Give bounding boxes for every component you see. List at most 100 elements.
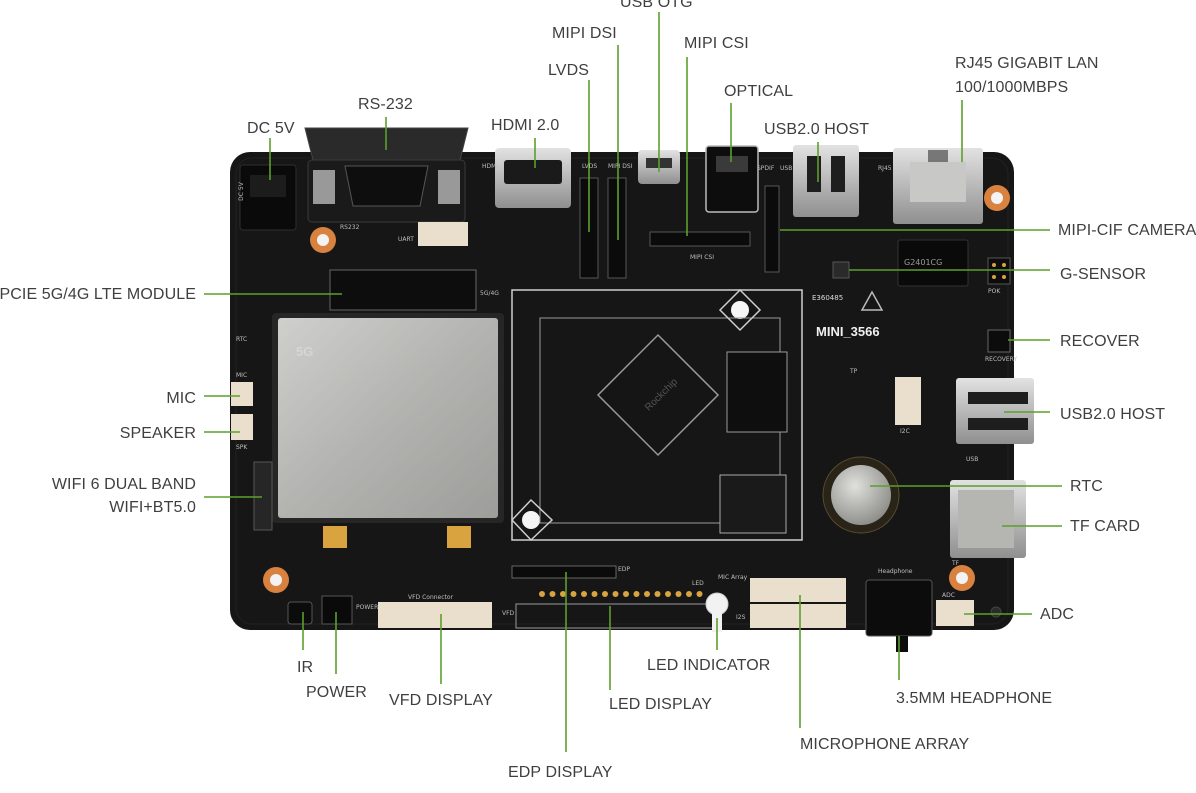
- label-mipi-csi: MIPI CSI: [684, 35, 749, 52]
- silk-mipi-dsi: MIPI DSI: [608, 163, 633, 170]
- antenna-pad-1: [323, 526, 347, 548]
- led-pad: [539, 591, 545, 597]
- silk-mic: MIC: [236, 372, 248, 379]
- label-rj45-line1: RJ45 GIGABIT LAN: [955, 55, 1099, 72]
- silk-i2s: I2S: [736, 614, 746, 621]
- leader-lines: [204, 12, 1062, 752]
- label-pcie: PCIE 5G/4G LTE MODULE: [0, 286, 196, 303]
- silk-rj45: RJ45: [878, 165, 892, 172]
- label-mic-array: MICROPHONE ARRAY: [800, 736, 970, 753]
- wifi-module: [253, 461, 273, 531]
- g-sensor-chip: [832, 261, 850, 279]
- hdmi-connector: [495, 148, 571, 208]
- led-pad: [602, 591, 608, 597]
- label-rj45-line2: 100/1000MBPS: [955, 79, 1069, 96]
- core-module: Rockchip: [510, 288, 803, 542]
- silk-edp: EDP: [618, 566, 631, 573]
- silk-tp: TP: [850, 368, 858, 375]
- led-pad: [686, 591, 692, 597]
- label-speaker: SPEAKER: [119, 425, 196, 442]
- label-recover: RECOVER: [1060, 333, 1140, 350]
- label-mipi-cif: MIPI-CIF CAMERA: [1058, 222, 1196, 239]
- silk-lvds: LVDS: [582, 163, 598, 170]
- label-tf-card: TF CARD: [1070, 518, 1141, 535]
- led-pad: [623, 591, 629, 597]
- led-pad: [581, 591, 587, 597]
- led-pad: [633, 591, 640, 597]
- vfd-connector: [378, 602, 492, 628]
- led-display-pads: [539, 591, 703, 597]
- silk-recovery: RECOVERY: [985, 356, 1018, 363]
- label-ir: IR: [297, 659, 314, 676]
- led-pad: [644, 591, 650, 597]
- mipi-dsi-connector: [607, 177, 627, 279]
- led-pad: [696, 591, 703, 597]
- led-pad: [591, 591, 598, 597]
- label-wifi-line2: WIFI+BT5.0: [109, 499, 196, 516]
- silk-rtc: RTC: [236, 336, 248, 343]
- silk-led: LED: [692, 580, 704, 587]
- silk-pok: POK: [988, 288, 1001, 295]
- silk-mic-array: MIC Array: [718, 574, 748, 581]
- soc-chip: [596, 333, 720, 457]
- silk-dc5v: DC 5V: [237, 182, 245, 201]
- emmc-chip: [719, 474, 787, 534]
- mic-connector: [231, 382, 253, 406]
- label-usb-host-right: USB2.0 HOST: [1060, 406, 1166, 423]
- recovery-button: [987, 329, 1011, 353]
- silk-uart: UART: [398, 236, 414, 243]
- label-dc5v: DC 5V: [247, 120, 295, 137]
- ir-receiver: [287, 601, 313, 625]
- edp-connector: [511, 565, 617, 579]
- usb-host-top-connector: [793, 145, 859, 217]
- led-pad: [654, 591, 661, 597]
- led-pad: [560, 591, 566, 597]
- silk-adc: ADC: [942, 592, 955, 599]
- label-g-sensor: G-SENSOR: [1060, 266, 1147, 283]
- silk-usb: USB: [780, 165, 793, 172]
- module-mark: 5G: [296, 344, 313, 359]
- label-power: POWER: [306, 684, 367, 701]
- led-pad: [665, 591, 671, 597]
- silk-usb-right: USB: [966, 456, 979, 463]
- label-mipi-dsi: MIPI DSI: [552, 25, 617, 42]
- label-adc: ADC: [1040, 606, 1075, 623]
- power-header: [321, 595, 353, 625]
- label-headphone: 3.5MM HEADPHONE: [896, 690, 1053, 707]
- ethernet-chip: [897, 239, 969, 287]
- lte-module-shield: 5G: [272, 313, 504, 523]
- tf-card-slot: [950, 480, 1026, 558]
- silk-mark: E360485: [812, 294, 844, 302]
- label-lvds: LVDS: [548, 62, 590, 79]
- label-led-display: LED DISPLAY: [609, 696, 713, 713]
- usb-host-right-connector: [956, 378, 1034, 444]
- speaker-connector: [231, 414, 253, 440]
- silk-pcie: 5G/4G: [480, 290, 499, 297]
- silk-phone: Headphone: [878, 568, 913, 575]
- led-pad: [675, 591, 682, 597]
- antenna-pad-2: [447, 526, 471, 548]
- mounting-holes: [242, 174, 1010, 618]
- ram-chip: [726, 351, 788, 433]
- optical-connector: [705, 145, 759, 213]
- silk-vfd: VFD Connector: [408, 594, 454, 601]
- silk-vfd-short: VFD: [502, 610, 515, 617]
- silk-power: POWER: [356, 604, 379, 611]
- silk-i2c: I2C: [900, 428, 910, 435]
- label-usb-otg: USB OTG: [620, 0, 693, 11]
- silk-eth-chip: G2401CG: [904, 258, 943, 267]
- label-vfd: VFD DISPLAY: [389, 692, 493, 709]
- silk-spdif: SPDIF: [757, 165, 775, 172]
- label-rtc: RTC: [1070, 478, 1103, 495]
- mipi-csi-connector: [649, 231, 751, 247]
- pcie-slot: [329, 269, 477, 311]
- led-pad: [612, 591, 619, 597]
- label-usb-host-top: USB2.0 HOST: [764, 121, 870, 138]
- silk-rs232: RS232: [340, 224, 360, 231]
- rj45-connector: [893, 148, 983, 224]
- i2c-connector: [895, 377, 921, 425]
- label-rs232: RS-232: [358, 96, 413, 113]
- silk-mipi-csi: MIPI CSI: [690, 254, 715, 261]
- mic-array-connector-2: [750, 604, 846, 628]
